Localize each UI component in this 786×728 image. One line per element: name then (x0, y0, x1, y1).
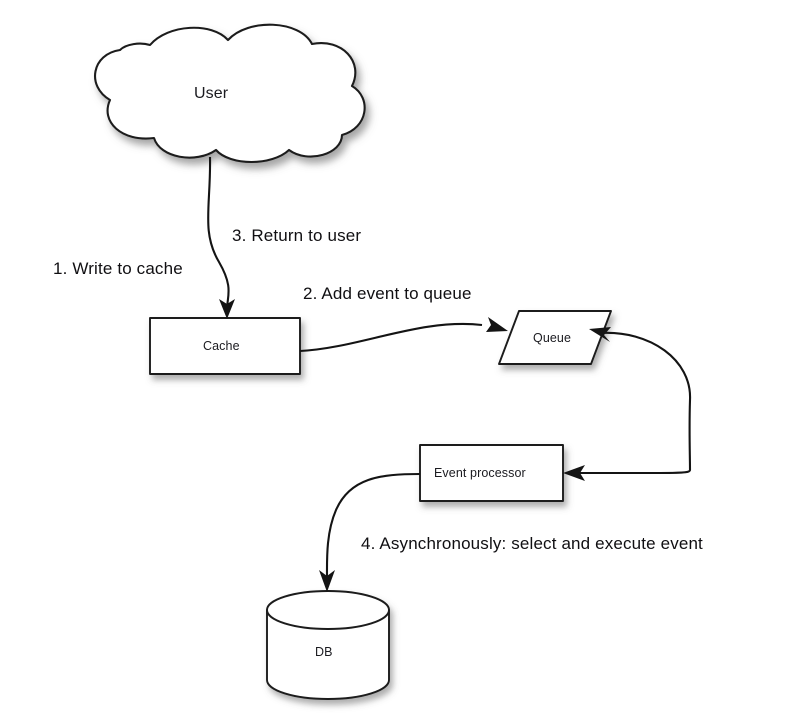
node-label-db: DB (315, 645, 333, 659)
node-cache-box[interactable] (149, 317, 301, 375)
step-label-3-return-to-user: 3. Return to user (232, 226, 362, 245)
node-db-cylinder[interactable] (266, 590, 390, 700)
node-label-queue: Queue (533, 331, 572, 345)
edge-event-processor-to-db (319, 472, 421, 592)
node-user-cloud[interactable] (94, 23, 366, 164)
step-label-2-add-event-to-queue: 2. Add event to queue (303, 284, 472, 303)
edge-queue-to-event-processor (563, 465, 692, 481)
node-label-cache: Cache (203, 339, 240, 353)
step-label-4-async-select-and-execute-event: 4. Asynchronously: select and execute ev… (361, 534, 703, 553)
node-label-user: User (194, 85, 229, 102)
edge-user-to-cache (207, 156, 235, 319)
edge-event-processor-to-queue (589, 327, 692, 471)
step-label-1-write-to-cache: 1. Write to cache (53, 259, 183, 278)
node-label-event-processor: Event processor (434, 466, 526, 480)
edge-cache-to-queue (299, 317, 508, 353)
node-queue-parallelogram[interactable] (498, 310, 612, 365)
